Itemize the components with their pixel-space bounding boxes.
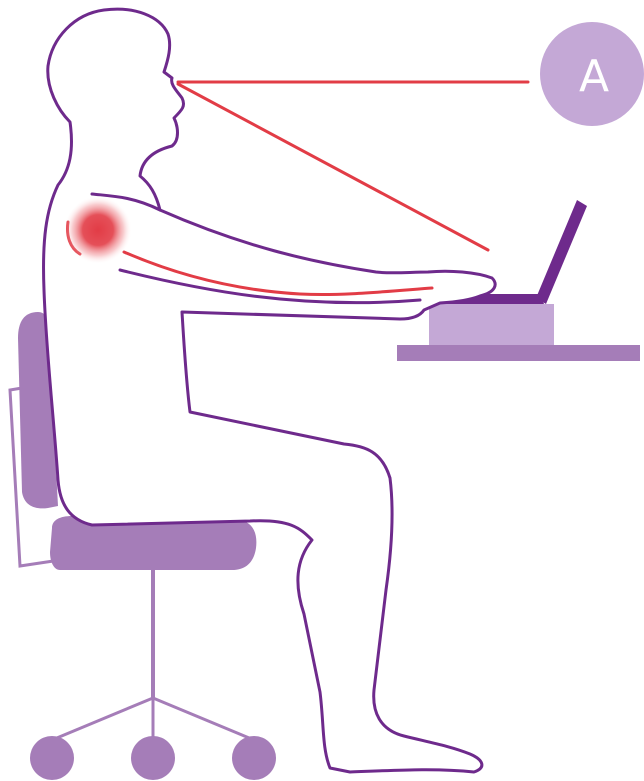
laptop-stand — [429, 304, 554, 345]
sight-lines — [178, 82, 528, 250]
shoulder-pain-icon — [64, 196, 132, 264]
seated-person-icon — [44, 9, 496, 772]
marker-circle-icon: A — [540, 22, 644, 126]
marker-label: A — [579, 51, 609, 102]
desk-icon — [397, 345, 640, 361]
